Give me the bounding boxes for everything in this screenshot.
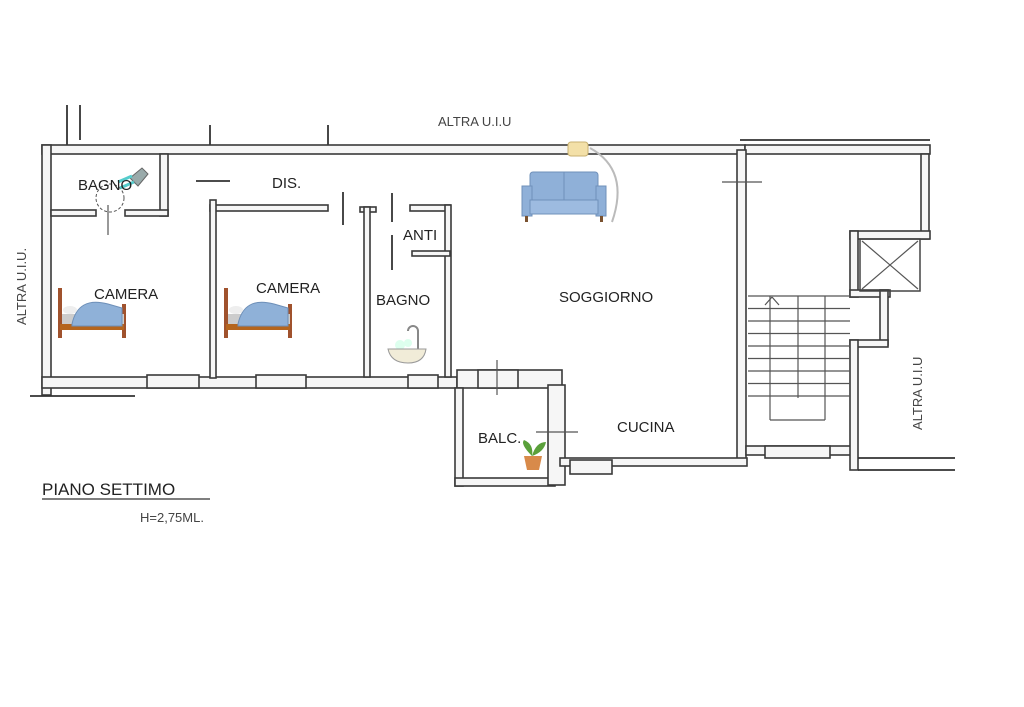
room-label-bagno-small: BAGNO bbox=[78, 177, 132, 194]
bed-icon bbox=[58, 288, 126, 338]
plan-title: PIANO SETTIMO bbox=[42, 480, 175, 499]
room-label-dis: DIS. bbox=[272, 175, 301, 192]
floor-lamp-icon bbox=[567, 141, 619, 223]
room-label-balc: BALC. bbox=[478, 430, 521, 447]
bed-icon bbox=[224, 288, 292, 338]
walls bbox=[30, 105, 955, 487]
neighbor-label-right: ALTRA U.I.U bbox=[910, 357, 925, 430]
room-label-bagno: BAGNO bbox=[376, 292, 430, 309]
sofa-icon bbox=[521, 171, 607, 222]
room-label-anti: ANTI bbox=[403, 227, 437, 244]
stairs-icon bbox=[748, 295, 850, 421]
neighbor-label-left: ALTRA U.I.U. bbox=[14, 248, 29, 325]
neighbor-label-top: ALTRA U.I.U bbox=[438, 114, 511, 129]
room-label-soggiorno: SOGGIORNO bbox=[559, 289, 653, 306]
room-label-camera-1: CAMERA bbox=[94, 286, 158, 303]
elevator-icon bbox=[859, 238, 921, 292]
height-note: H=2,75ML. bbox=[140, 510, 204, 525]
room-label-cucina: CUCINA bbox=[617, 419, 675, 436]
plant-icon bbox=[523, 440, 546, 470]
room-label-camera-2: CAMERA bbox=[256, 280, 320, 297]
bathtub-icon bbox=[387, 325, 427, 364]
shower-icon bbox=[117, 167, 149, 190]
